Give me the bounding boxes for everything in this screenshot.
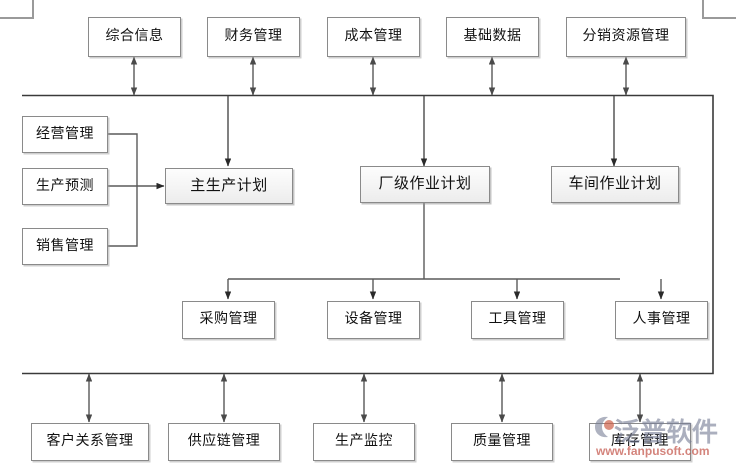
node-label: 设备管理 xyxy=(344,312,403,327)
node-zhu-shengchan-jihua[interactable]: 主生产计划 xyxy=(165,168,293,204)
node-label: 分销资源管理 xyxy=(582,29,670,44)
node-renshi-guanli[interactable]: 人事管理 xyxy=(615,301,708,339)
node-zhiliang-guanli[interactable]: 质量管理 xyxy=(451,423,553,461)
plan-feed-connectors xyxy=(224,96,618,167)
node-jingying-guanli[interactable]: 经营管理 xyxy=(22,116,108,153)
node-label: 采购管理 xyxy=(199,312,258,327)
node-label: 成本管理 xyxy=(344,29,403,44)
node-label: 生产预测 xyxy=(36,178,94,194)
node-label: 客户关系管理 xyxy=(46,434,134,449)
resource-distribution-connectors xyxy=(224,203,665,300)
node-shebei-guanli[interactable]: 设备管理 xyxy=(327,301,420,339)
node-kehu-guanxi-guanli[interactable]: 客户关系管理 xyxy=(31,423,149,461)
node-label: 工具管理 xyxy=(488,312,547,327)
node-label: 库存管理 xyxy=(611,434,669,449)
node-caiwu-guanli[interactable]: 财务管理 xyxy=(207,17,300,57)
node-gongyinglian-guanli[interactable]: 供应链管理 xyxy=(168,423,280,461)
node-zonghe-xinxi[interactable]: 综合信息 xyxy=(88,17,181,57)
node-shengchan-jiankong[interactable]: 生产监控 xyxy=(313,423,415,461)
left-merge-connectors xyxy=(108,133,165,247)
node-caigou-guanli[interactable]: 采购管理 xyxy=(182,301,275,339)
node-chejian-zuoye-jihua[interactable]: 车间作业计划 xyxy=(551,166,679,203)
node-label: 经营管理 xyxy=(36,126,94,142)
node-label: 质量管理 xyxy=(473,434,531,449)
top-row-connectors xyxy=(130,56,630,96)
frame-outline xyxy=(22,94,714,375)
node-label: 生产监控 xyxy=(335,434,393,449)
node-chengben-guanli[interactable]: 成本管理 xyxy=(327,17,420,57)
node-label: 人事管理 xyxy=(632,312,691,327)
node-shengchan-yuce[interactable]: 生产预测 xyxy=(22,168,108,205)
node-fenxiao-ziyuan-guanli[interactable]: 分销资源管理 xyxy=(566,17,686,57)
node-label: 车间作业计划 xyxy=(568,176,662,192)
node-jichu-shuju[interactable]: 基础数据 xyxy=(446,17,539,57)
node-label: 供应链管理 xyxy=(187,434,261,449)
node-xiaoshou-guanli[interactable]: 销售管理 xyxy=(22,228,108,265)
node-changji-zuoye-jihua[interactable]: 厂级作业计划 xyxy=(360,166,490,203)
node-label: 综合信息 xyxy=(105,29,164,44)
node-label: 厂级作业计划 xyxy=(378,176,472,192)
crop-mark-top-left xyxy=(0,0,34,19)
node-label: 主生产计划 xyxy=(190,177,268,194)
node-gongju-guanli[interactable]: 工具管理 xyxy=(471,301,564,339)
node-label: 财务管理 xyxy=(224,29,283,44)
node-kucun-guanli[interactable]: 库存管理 xyxy=(589,423,691,461)
bottom-row-connectors xyxy=(85,373,644,423)
crop-mark-top-right xyxy=(702,0,736,19)
node-label: 基础数据 xyxy=(463,29,522,44)
node-label: 销售管理 xyxy=(36,238,94,254)
